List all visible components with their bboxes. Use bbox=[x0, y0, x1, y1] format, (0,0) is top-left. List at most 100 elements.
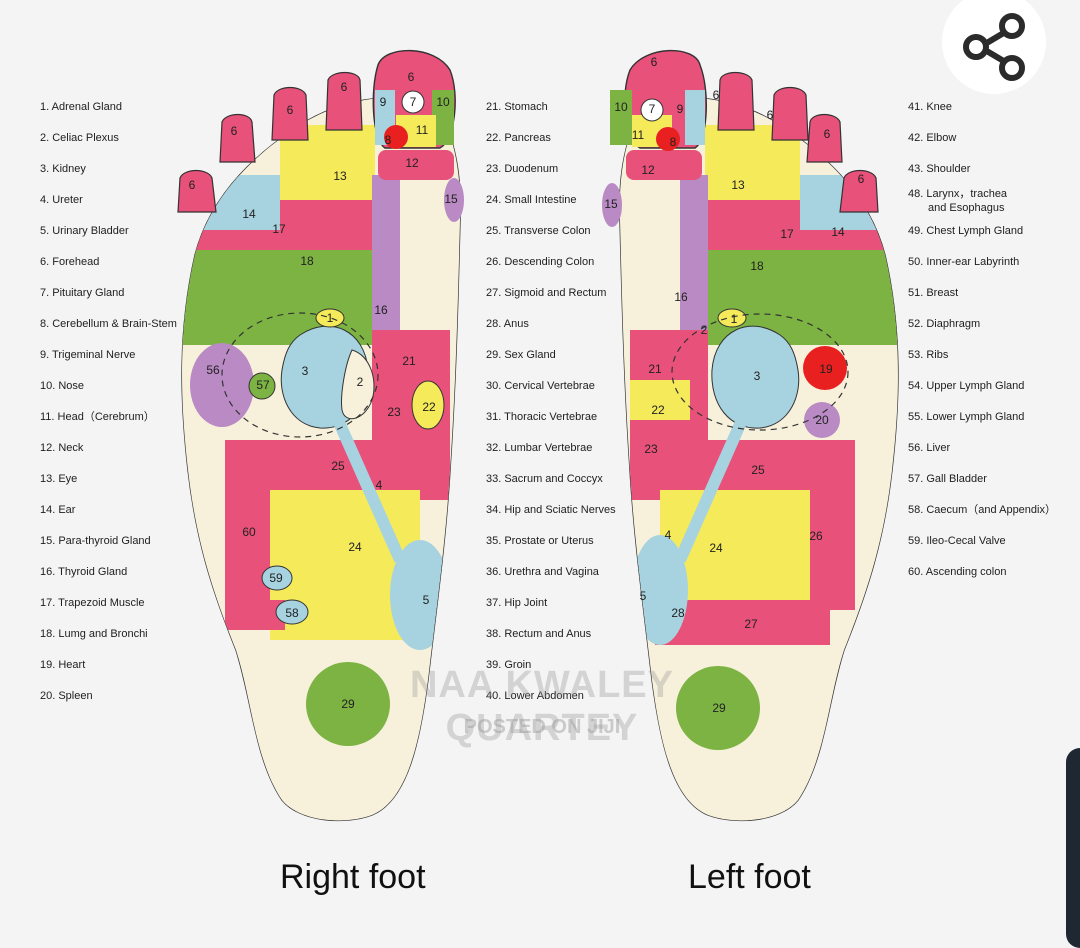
legend-item: 38. Rectum and Anus bbox=[486, 628, 592, 640]
svg-text:3: 3 bbox=[302, 364, 309, 378]
svg-text:13: 13 bbox=[731, 178, 745, 192]
svg-text:15: 15 bbox=[604, 197, 618, 211]
legend-item: 33. Sacrum and Coccyx bbox=[486, 473, 603, 485]
legend-item: 18. Lumg and Bronchi bbox=[40, 628, 148, 640]
legend-item: 15. Para-thyroid Gland bbox=[40, 535, 151, 547]
share-icon bbox=[963, 13, 1025, 81]
svg-text:15: 15 bbox=[444, 192, 458, 206]
watermark: NAA KWALEY QUARTEY bbox=[409, 664, 675, 749]
svg-text:10: 10 bbox=[614, 100, 628, 114]
legend-item: 13. Eye bbox=[40, 473, 78, 485]
svg-text:27: 27 bbox=[744, 617, 758, 631]
svg-text:16: 16 bbox=[674, 290, 688, 304]
legend-middle: 21. Stomach 22. Pancreas 23. Duodenum 24. S… bbox=[486, 92, 616, 712]
legend-item: 2. Celiac Plexus bbox=[40, 132, 119, 144]
svg-text:6: 6 bbox=[287, 103, 294, 117]
legend-item: 60. Ascending colon bbox=[908, 566, 1007, 578]
svg-text:17: 17 bbox=[780, 227, 794, 241]
legend-item: 54. Upper Lymph Gland bbox=[908, 380, 1025, 392]
svg-text:26: 26 bbox=[809, 529, 823, 543]
svg-text:14: 14 bbox=[242, 207, 256, 221]
legend-item: 43. Shoulder bbox=[908, 163, 971, 175]
svg-text:17: 17 bbox=[272, 222, 286, 236]
svg-text:6: 6 bbox=[341, 80, 348, 94]
svg-text:6: 6 bbox=[651, 55, 658, 69]
legend-item: 35. Prostate or Uterus bbox=[486, 535, 594, 547]
svg-text:10: 10 bbox=[436, 95, 450, 109]
svg-text:3: 3 bbox=[754, 369, 761, 383]
svg-text:25: 25 bbox=[751, 463, 765, 477]
svg-text:8: 8 bbox=[385, 133, 392, 147]
svg-text:12: 12 bbox=[405, 156, 419, 170]
svg-text:16: 16 bbox=[374, 303, 388, 317]
svg-text:14: 14 bbox=[831, 225, 845, 239]
left-foot-caption: Left foot bbox=[688, 858, 811, 896]
legend-item: 16. Thyroid Gland bbox=[40, 566, 128, 578]
svg-text:2: 2 bbox=[701, 323, 708, 337]
legend-item: 14. Ear bbox=[40, 504, 76, 516]
svg-text:2: 2 bbox=[357, 375, 364, 389]
svg-text:6: 6 bbox=[713, 88, 720, 102]
legend-item: 59. Ileo-Cecal Valve bbox=[908, 535, 1006, 547]
legend-item: 11. Head（Cerebrum） bbox=[40, 411, 155, 423]
legend-item: 26. Descending Colon bbox=[486, 256, 595, 268]
legend-item: 37. Hip Joint bbox=[486, 597, 548, 609]
svg-text:59: 59 bbox=[269, 571, 283, 585]
legend-left: 1. Adrenal Gland 2. Celiac Plexus 3. Kidne… bbox=[40, 92, 190, 712]
legend-item: 1. Adrenal Gland bbox=[40, 101, 122, 113]
legend-item: 23. Duodenum bbox=[486, 163, 559, 175]
legend-item: 7. Pituitary Gland bbox=[40, 287, 125, 299]
legend-item: 28. Anus bbox=[486, 318, 529, 330]
svg-text:7: 7 bbox=[410, 95, 417, 109]
legend-item: 25. Transverse Colon bbox=[486, 225, 591, 237]
legend-item: 24. Small Intestine bbox=[486, 194, 577, 206]
legend-item: 8. Cerebellum & Brain-Stem bbox=[40, 318, 177, 330]
svg-text:23: 23 bbox=[387, 405, 401, 419]
legend-item: 32. Lumbar Vertebrae bbox=[486, 442, 593, 454]
svg-text:1: 1 bbox=[731, 312, 738, 326]
svg-text:8: 8 bbox=[670, 135, 677, 149]
svg-text:6: 6 bbox=[189, 178, 196, 192]
svg-text:25: 25 bbox=[331, 459, 345, 473]
legend-item: 51. Breast bbox=[908, 287, 959, 299]
legend-item: 4. Ureter bbox=[40, 194, 83, 206]
legend-item: 3. Kidney bbox=[40, 163, 86, 175]
svg-text:20: 20 bbox=[815, 413, 829, 427]
watermark-posted: POSTED ON JIJI bbox=[463, 716, 621, 738]
legend-item: 9. Trigeminal Nerve bbox=[40, 349, 136, 361]
svg-text:18: 18 bbox=[300, 254, 314, 268]
svg-text:11: 11 bbox=[632, 128, 645, 142]
side-panel-handle[interactable] bbox=[1066, 748, 1080, 948]
svg-text:12: 12 bbox=[641, 163, 655, 177]
svg-text:21: 21 bbox=[402, 354, 416, 368]
svg-text:9: 9 bbox=[677, 102, 684, 116]
legend-item: 30. Cervical Vertebrae bbox=[486, 380, 595, 392]
legend-item: 27. Sigmoid and Rectum bbox=[486, 287, 607, 299]
svg-text:6: 6 bbox=[231, 124, 238, 138]
svg-text:60: 60 bbox=[242, 525, 256, 539]
legend-item: 31. Thoracic Vertebrae bbox=[486, 411, 598, 423]
legend-item: 21. Stomach bbox=[486, 101, 548, 113]
legend-item: 56. Liver bbox=[908, 442, 951, 454]
svg-text:6: 6 bbox=[824, 127, 831, 141]
legend-item: 19. Heart bbox=[40, 659, 86, 671]
legend-item: 22. Pancreas bbox=[486, 132, 551, 144]
share-button[interactable] bbox=[942, 0, 1046, 94]
legend-item-line: and Esophagus bbox=[928, 202, 1005, 214]
svg-text:13: 13 bbox=[333, 169, 347, 183]
legend-item: 6. Forehead bbox=[40, 256, 100, 268]
legend-item: 34. Hip and Sciatic Nerves bbox=[486, 504, 616, 516]
legend-item: 57. Gall Bladder bbox=[908, 473, 987, 485]
svg-text:4: 4 bbox=[376, 478, 383, 492]
legend-item: 17. Trapezoid Muscle bbox=[40, 597, 145, 609]
legend-item: 58. Caecum（and Appendix） bbox=[908, 504, 1056, 516]
legend-item: 5. Urinary Bladder bbox=[40, 225, 129, 237]
svg-text:6: 6 bbox=[408, 70, 415, 84]
legend-item: 39. Groin bbox=[486, 659, 532, 671]
svg-text:6: 6 bbox=[858, 172, 865, 186]
svg-text:4: 4 bbox=[665, 528, 672, 542]
svg-text:18: 18 bbox=[750, 259, 764, 273]
